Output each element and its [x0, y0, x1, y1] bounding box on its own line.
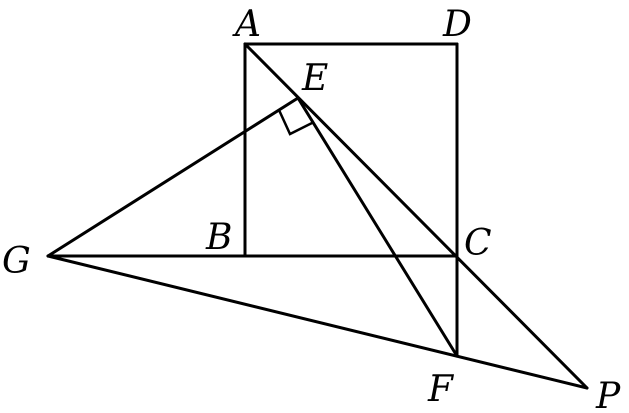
segment-GE: [46, 96, 300, 258]
label-D: D: [442, 4, 472, 45]
label-F: F: [427, 369, 455, 410]
label-C: C: [464, 223, 492, 264]
right-angle-mark: [277, 109, 315, 136]
label-P: P: [595, 376, 621, 413]
segment-AP: [243, 42, 589, 390]
segment-GP: [46, 254, 589, 390]
label-E: E: [301, 58, 328, 99]
segment-EF: [296, 96, 459, 358]
label-G: G: [2, 241, 31, 282]
label-A: A: [232, 4, 261, 45]
label-B: B: [205, 217, 232, 258]
